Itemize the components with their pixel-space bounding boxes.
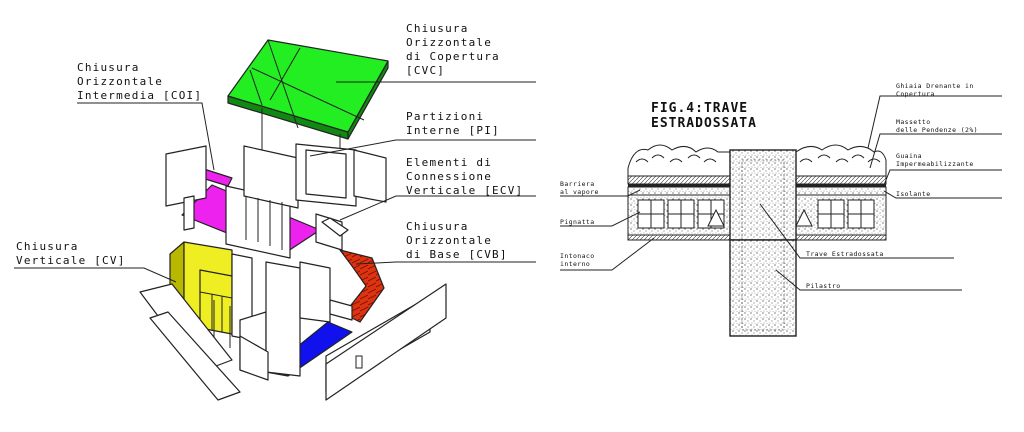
vertical-closure-front-2 <box>199 269 233 335</box>
label-massetto-line: delle Pendenze (2%) <box>896 126 978 134</box>
label-ecv-line: Connessione <box>406 170 492 183</box>
label-barriera: Barriera al vapore <box>560 180 599 196</box>
leader-isolante <box>883 190 1002 199</box>
label-coi-line: Chiusura <box>77 61 140 74</box>
roof-support-lines <box>261 108 341 150</box>
leader-trave <box>759 203 954 259</box>
label-cvb-line: Orizzontale <box>406 234 492 247</box>
label-cvc: Chiusura Orizzontale di Copertura [CVC] <box>406 22 508 77</box>
upper-floor <box>165 143 387 259</box>
label-pignatta: Pignatta <box>560 218 595 226</box>
beam-section-detail: FIG.4:TRAVE ESTRADOSSATA <box>560 82 1002 337</box>
exploded-building: Chiusura Orizzontale di Copertura [CVC] … <box>14 22 536 401</box>
leader-massetto <box>869 133 1002 169</box>
column <box>729 239 797 337</box>
gravel-layer <box>627 144 887 179</box>
garden-wall <box>325 283 447 401</box>
figure-title-line: ESTRADOSSATA <box>651 116 757 131</box>
label-cvb-line: di Base [CVB] <box>406 248 508 261</box>
ground-floor <box>139 241 447 401</box>
leader-cv <box>14 267 177 283</box>
leader-pilastro <box>775 269 962 291</box>
label-cv: Chiusura Verticale [CV] <box>16 240 126 267</box>
label-intonaco-line: interno <box>560 260 590 268</box>
hollow-blocks <box>637 199 875 229</box>
label-massetto: Massetto delle Pendenze (2%) <box>896 118 978 134</box>
label-massetto-line: Massetto <box>896 118 931 126</box>
label-cvc-line: Chiusura <box>406 22 469 35</box>
label-trave: Trave Estradossata <box>806 250 884 258</box>
label-ecv: Elementi di Connessione Verticale [ECV] <box>406 156 523 197</box>
leader-intonaco <box>560 237 655 271</box>
label-pilastro: Pilastro <box>806 282 841 290</box>
label-guaina: Guaina Impermeabilizzante <box>896 152 974 168</box>
label-cv-line: Verticale [CV] <box>16 254 126 267</box>
label-coi-line: Orizzontale <box>77 75 163 88</box>
leader-pignatta <box>560 211 641 227</box>
label-cvc-line: Orizzontale <box>406 36 492 49</box>
label-pi-line: Interne [PI] <box>406 124 500 137</box>
label-intonaco: Intonaco interno <box>560 252 599 268</box>
label-coi-line: Intermedia [COI] <box>77 89 202 102</box>
figure-title-line: FIG.4:TRAVE <box>651 101 748 116</box>
leader-pi <box>309 139 536 157</box>
label-barriera-line: Barriera <box>560 180 595 188</box>
label-guaina-line: Impermeabilizzante <box>896 160 974 168</box>
label-intonaco-line: Intonaco <box>560 252 595 260</box>
label-ghiaia-line: Copertura <box>896 90 935 98</box>
label-barriera-line: al vapore <box>560 188 599 196</box>
label-guaina-line: Guaina <box>896 152 922 160</box>
roof-slab <box>227 39 389 140</box>
label-cvc-line: [CVC] <box>406 64 445 77</box>
label-cvb-line: Chiusura <box>406 220 469 233</box>
label-cvb: Chiusura Orizzontale di Base [CVB] <box>406 220 508 261</box>
leader-coi <box>77 102 215 171</box>
leader-ecv <box>339 195 536 221</box>
label-pi-line: Partizioni <box>406 110 484 123</box>
figure-title: FIG.4:TRAVE ESTRADOSSATA <box>651 101 757 131</box>
leader-ghiaia <box>867 95 1002 149</box>
leader-barriera <box>560 189 641 197</box>
label-ghiaia-line: Ghiaia Drenante in <box>896 82 974 90</box>
label-cvc-line: di Copertura <box>406 50 500 63</box>
beam <box>729 149 797 241</box>
label-coi: Chiusura Orizzontale Intermedia [COI] <box>77 61 202 102</box>
label-ecv-line: Verticale [ECV] <box>406 184 523 197</box>
label-pi: Partizioni Interne [PI] <box>406 110 500 137</box>
label-isolante: Isolante <box>896 190 931 198</box>
label-ecv-line: Elementi di <box>406 156 492 169</box>
roof-slab-top <box>227 39 389 133</box>
label-ghiaia: Ghiaia Drenante in Copertura <box>896 82 978 98</box>
label-cv-line: Chiusura <box>16 240 79 253</box>
leader-guaina <box>883 169 1002 186</box>
leader-cvb <box>355 261 536 265</box>
